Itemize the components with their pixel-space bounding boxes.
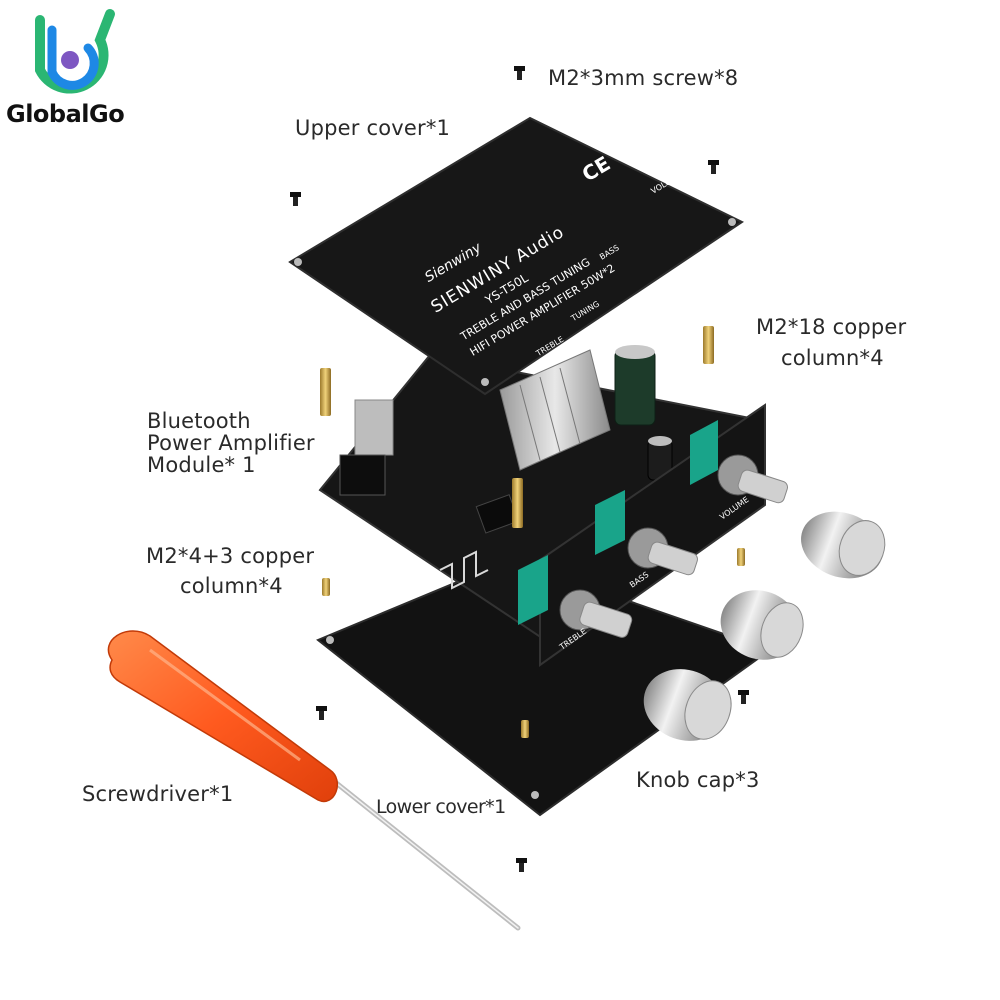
knob-shaft — [559, 589, 633, 638]
label-copper43-line2: column*4 — [180, 574, 283, 598]
heatsink — [499, 349, 611, 471]
capacitor — [614, 345, 656, 426]
upper-cover-plate — [288, 116, 744, 396]
upper-cover: Sienwiny SIENWINY Audio YS-T50L TREBLE A… — [288, 116, 744, 396]
label-module-line3: Module* 1 — [147, 453, 256, 477]
audio-jack — [339, 454, 386, 496]
copper-column-short — [737, 548, 745, 566]
screwdriver-handle — [107, 630, 339, 803]
copper-column — [703, 326, 714, 364]
knob-cap — [801, 511, 886, 579]
logo-mark-inner — [47, 25, 99, 90]
screwdriver — [107, 630, 521, 931]
usb-port — [354, 399, 394, 456]
label-upper-cover: Upper cover*1 — [295, 116, 451, 140]
label-screws: M2*3mm screw*8 — [548, 66, 739, 90]
amplifier-module: TREBLE BASS VOLUME — [318, 345, 788, 667]
label-screwdriver: Screwdriver*1 — [82, 782, 234, 806]
lower-cover-hole — [326, 636, 334, 644]
screw-icon — [708, 160, 719, 174]
potentiometer-treble — [518, 555, 548, 625]
bluetooth-antenna — [439, 550, 489, 590]
screw-icon — [738, 690, 749, 704]
label-module-line2: Power Amplifier — [147, 431, 315, 455]
upper-cover-hole — [294, 258, 302, 266]
label-module-line1: Bluetooth — [147, 409, 251, 433]
potentiometer-bass — [595, 490, 625, 555]
upper-cover-hole — [728, 218, 736, 226]
label-copper18-line1: M2*18 copper — [756, 315, 907, 339]
logo-mark-dot — [61, 51, 79, 69]
copper-column — [512, 478, 523, 528]
brand-name: GlobalGo — [6, 100, 125, 128]
knob-cap — [720, 590, 804, 660]
lower-cover-hole — [531, 791, 539, 799]
copper-column — [320, 368, 331, 416]
screw-icon — [516, 858, 527, 872]
screw-icon — [514, 66, 525, 80]
knob-cap — [643, 669, 732, 741]
label-knob-cap: Knob cap*3 — [636, 768, 760, 792]
screw-icon — [316, 706, 327, 720]
copper-column-short — [521, 720, 529, 738]
label-copper18-line2: column*4 — [781, 346, 884, 370]
screw-icon — [290, 192, 301, 206]
copper-column-short — [322, 578, 330, 596]
knob-shaft — [627, 527, 698, 576]
globalgo-logo — [35, 9, 115, 94]
potentiometer-volume — [690, 420, 718, 485]
label-copper43-line1: M2*4+3 copper — [146, 544, 315, 568]
capacitor — [647, 436, 673, 481]
upper-cover-hole — [481, 378, 489, 386]
label-lower-cover: Lower cover*1 — [376, 796, 506, 818]
knob-shaft — [717, 454, 788, 504]
